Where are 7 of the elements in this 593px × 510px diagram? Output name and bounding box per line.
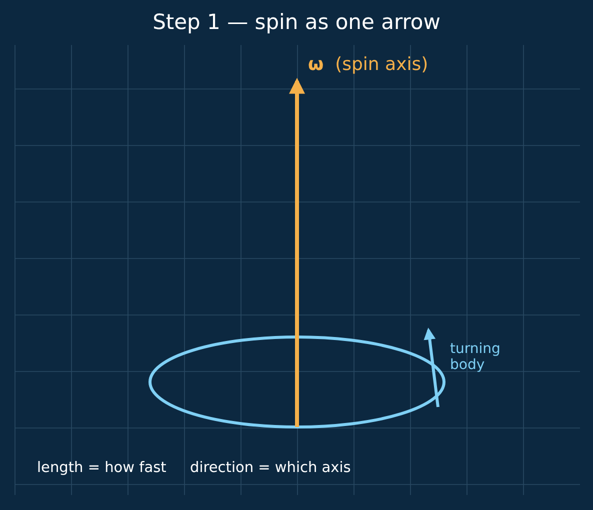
axis-label: ω (spin axis) — [308, 54, 428, 75]
note: length = how fast — [37, 460, 166, 477]
body-ellipse — [150, 337, 444, 427]
title: Step 1 — spin as one arrow — [152, 10, 442, 34]
note: direction = which axis — [190, 460, 351, 477]
body-label: turning body — [450, 341, 502, 374]
spin-arrow — [289, 78, 305, 427]
